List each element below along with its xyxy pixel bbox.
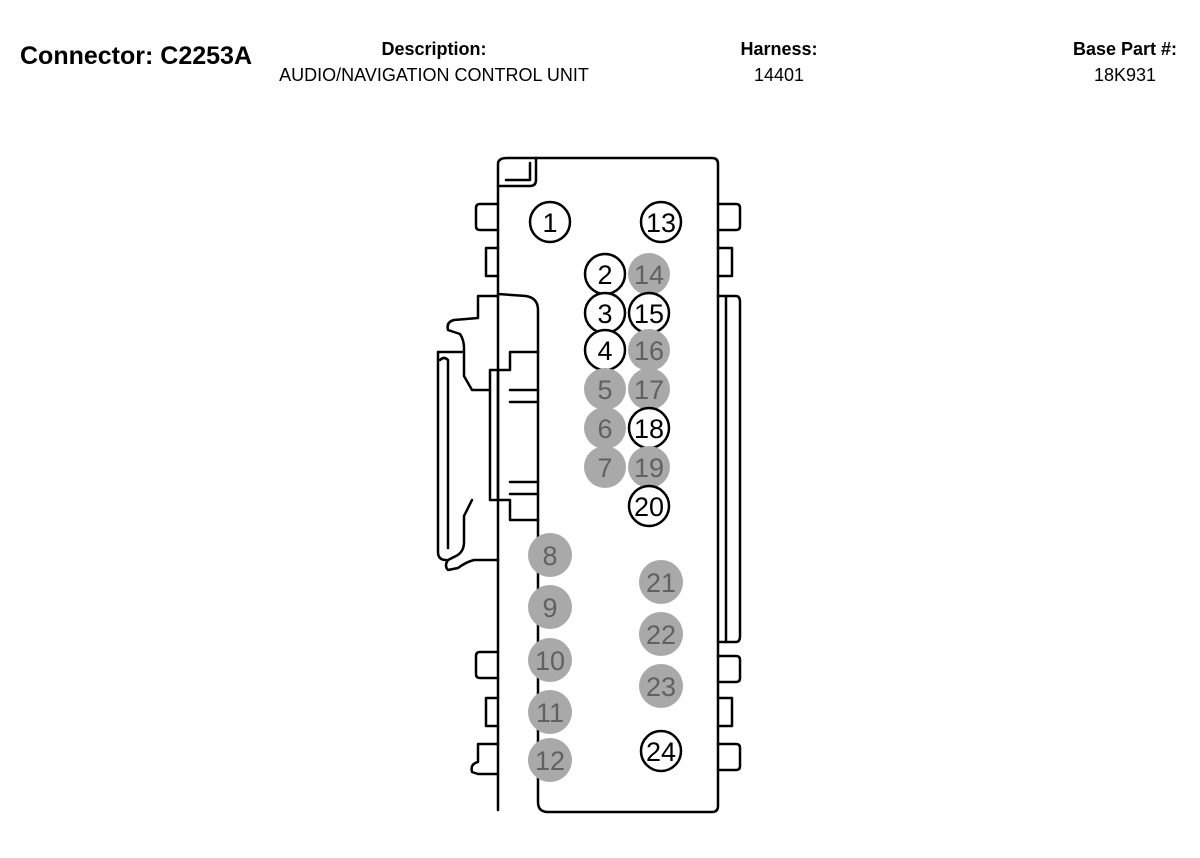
description-block: Description: AUDIO/NAVIGATION CONTROL UN… bbox=[266, 36, 602, 88]
pin-4: 4 bbox=[583, 328, 627, 372]
pin-number-label: 4 bbox=[597, 336, 612, 366]
pin-cavity bbox=[584, 407, 626, 449]
pin-cavity bbox=[628, 253, 670, 295]
pin-13: 13 bbox=[639, 200, 683, 244]
pin-8: 8 bbox=[528, 533, 572, 577]
harness-label: Harness: bbox=[740, 39, 818, 59]
pin-5: 5 bbox=[584, 368, 626, 410]
pin-18: 18 bbox=[627, 406, 671, 450]
pin-cavity bbox=[639, 612, 683, 656]
pin-cavity bbox=[528, 690, 572, 734]
pin-cavity bbox=[584, 446, 626, 488]
left-latch bbox=[436, 294, 540, 572]
connector-label: Connector: bbox=[20, 42, 154, 70]
pin-6: 6 bbox=[584, 407, 626, 449]
pin-number-label: 12 bbox=[535, 746, 565, 776]
pin-number-label: 17 bbox=[634, 375, 664, 405]
pin-cavity bbox=[639, 664, 683, 708]
pin-7: 7 bbox=[584, 446, 626, 488]
base-part-value: 18K931 bbox=[1093, 65, 1157, 85]
pin-number-label: 14 bbox=[634, 260, 664, 290]
pin-24: 24 bbox=[639, 729, 683, 773]
pin-number-label: 18 bbox=[634, 414, 664, 444]
pin-23: 23 bbox=[639, 664, 683, 708]
pin-10: 10 bbox=[528, 638, 572, 682]
pin-cavity bbox=[628, 368, 670, 410]
pin-number-label: 22 bbox=[646, 620, 676, 650]
pin-number-label: 13 bbox=[646, 208, 676, 238]
pin-number-label: 3 bbox=[597, 299, 612, 329]
pin-cavity bbox=[639, 200, 683, 244]
harness-block: Harness: 14401 bbox=[720, 36, 838, 88]
pin-cavity bbox=[528, 585, 572, 629]
pin-number-label: 19 bbox=[634, 453, 664, 483]
pin-number-label: 21 bbox=[646, 568, 676, 598]
pin-14: 14 bbox=[628, 253, 670, 295]
pin-number-label: 6 bbox=[597, 414, 612, 444]
left-tabs bbox=[470, 202, 500, 776]
pin-number-label: 11 bbox=[536, 698, 564, 728]
pin-2: 2 bbox=[583, 252, 627, 296]
pin-cavity bbox=[584, 368, 626, 410]
pin-cavity bbox=[528, 638, 572, 682]
pin-22: 22 bbox=[639, 612, 683, 656]
pin-17: 17 bbox=[628, 368, 670, 410]
pin-cavity bbox=[628, 446, 670, 488]
connector-title: Connector: C2253A bbox=[20, 42, 252, 71]
pin-number-label: 24 bbox=[646, 737, 676, 767]
pin-16: 16 bbox=[628, 329, 670, 371]
pin-1: 1 bbox=[528, 200, 572, 244]
pin-number-label: 5 bbox=[597, 375, 612, 405]
pin-19: 19 bbox=[628, 446, 670, 488]
pin-cavity bbox=[627, 484, 671, 528]
pin-cavity bbox=[628, 329, 670, 371]
pin-11: 11 bbox=[528, 690, 572, 734]
description-label: Description: bbox=[381, 39, 487, 59]
pin-3: 3 bbox=[583, 291, 627, 335]
description-value: AUDIO/NAVIGATION CONTROL UNIT bbox=[279, 65, 589, 85]
pin-number-label: 23 bbox=[646, 672, 676, 702]
connector-id: C2253A bbox=[160, 42, 253, 70]
pin-cavity bbox=[639, 729, 683, 773]
pin-9: 9 bbox=[528, 585, 572, 629]
pin-cavity bbox=[639, 560, 683, 604]
base-part-block: Base Part #: 18K931 bbox=[1058, 36, 1192, 88]
pin-number-label: 9 bbox=[542, 593, 557, 623]
pin-21: 21 bbox=[639, 560, 683, 604]
pin-number-label: 8 bbox=[542, 541, 557, 571]
pin-15: 15 bbox=[627, 291, 671, 335]
pin-number-label: 15 bbox=[634, 299, 664, 329]
pin-20: 20 bbox=[627, 484, 671, 528]
pin-cavity bbox=[528, 738, 572, 782]
pin-number-label: 7 bbox=[597, 453, 612, 483]
right-tabs bbox=[716, 202, 742, 772]
pin-number-label: 20 bbox=[634, 492, 664, 522]
pin-number-label: 10 bbox=[535, 646, 565, 676]
pin-number-label: 16 bbox=[634, 336, 664, 366]
harness-value: 14401 bbox=[753, 65, 805, 85]
pin-cavity bbox=[528, 200, 572, 244]
pin-number-label: 1 bbox=[542, 208, 557, 238]
base-part-label: Base Part #: bbox=[1072, 39, 1178, 59]
pin-number-label: 2 bbox=[597, 260, 612, 290]
pin-cavity bbox=[528, 533, 572, 577]
pin-12: 12 bbox=[528, 738, 572, 782]
